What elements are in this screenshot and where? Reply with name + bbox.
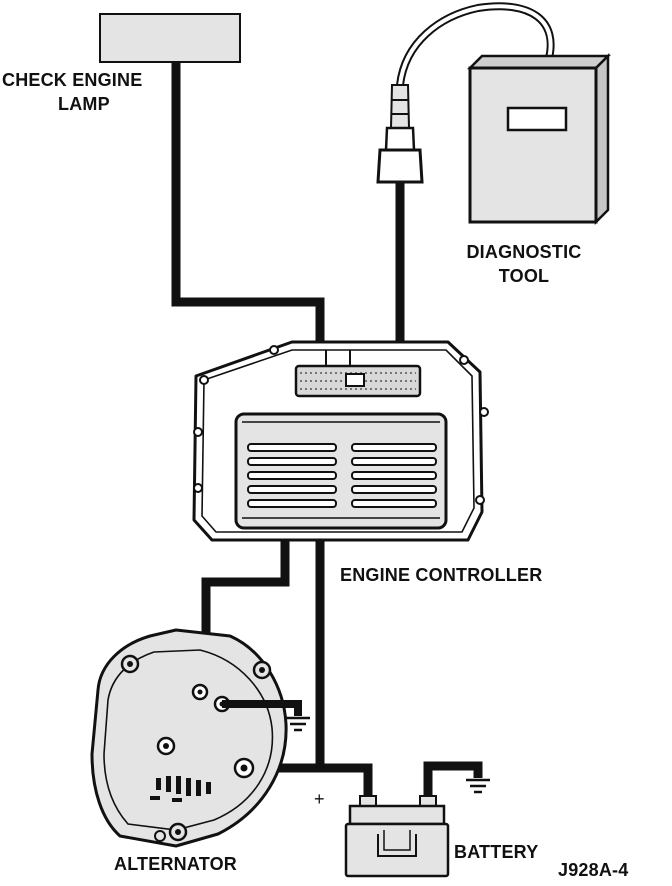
battery: [344, 795, 450, 878]
diagnostic-tool-display: [506, 106, 568, 132]
check-engine-lamp-label-line1: CHECK ENGINE: [2, 70, 143, 90]
alternator-to-battery-wire: [244, 763, 373, 806]
alternator-label: ALTERNATOR: [114, 854, 237, 874]
diagnostic-tool-label-line2: TOOL: [498, 266, 550, 286]
lamp-to-controller-wire: [171, 62, 325, 352]
diagnostic-connector: [376, 84, 424, 184]
figure-code-label: J928A-4: [558, 860, 629, 880]
engine-controller-label: ENGINE CONTROLLER: [340, 565, 543, 585]
check-engine-lamp-label-line2: LAMP: [58, 94, 110, 114]
diagnostic-tool: [466, 52, 612, 226]
check-engine-lamp: [99, 13, 241, 63]
engine-controller: [192, 340, 489, 542]
alternator: [90, 628, 288, 848]
plus-sign-label: +: [314, 789, 325, 809]
diagnostic-tool-label: DIAGNOSTIC TOOL: [452, 240, 596, 288]
check-engine-lamp-label: CHECK ENGINE LAMP: [2, 68, 142, 116]
alternator-ground-wire: [222, 700, 302, 716]
alternator-ground-symbol: [286, 716, 310, 732]
diagnostic-tool-label-line1: DIAGNOSTIC: [466, 242, 582, 262]
battery-ground-symbol: [466, 778, 490, 794]
battery-ground-wire: [423, 761, 483, 806]
battery-label: BATTERY: [454, 842, 539, 862]
